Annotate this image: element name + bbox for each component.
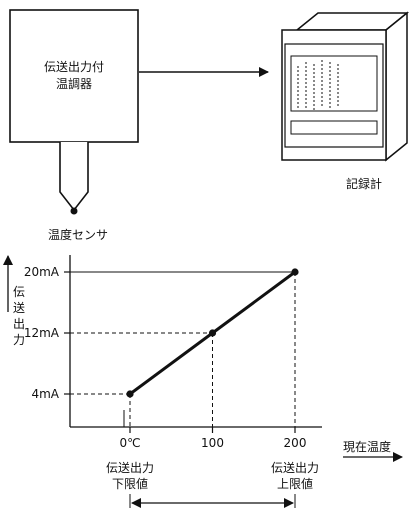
sensor-tip <box>70 207 78 215</box>
x-axis-label: 現在温度 <box>343 439 391 454</box>
y-tick-label: 4mA <box>31 387 59 401</box>
y-tick-label: 12mA <box>24 326 60 340</box>
controller-unit: 伝送出力付 温調器 <box>9 9 139 143</box>
upper-limit-label-line1: 伝送出力 <box>271 460 319 475</box>
lower-limit-label-line2: 下限値 <box>112 476 148 491</box>
recorder-icon: 記録計 <box>281 11 410 191</box>
transmission-chart: 伝 送 出 力 現在温度 4mA 12mA 20mA 0℃ 100 200 伝送出力 下限… <box>2 255 403 508</box>
upper-limit-label-line2: 上限値 <box>277 476 313 491</box>
x-tick-label: 200 <box>284 436 307 450</box>
data-point <box>208 329 217 337</box>
y-axis-label-char-1: 伝 <box>13 285 25 299</box>
data-point <box>291 268 299 276</box>
data-point <box>126 390 134 398</box>
y-tick-label: 20mA <box>24 265 60 279</box>
controller-label-line2: 温調器 <box>56 77 92 91</box>
controller-box <box>9 9 139 143</box>
x-tick-label: 100 <box>201 436 224 450</box>
x-tick-label: 0℃ <box>119 436 140 450</box>
sensor-probe-icon <box>59 142 89 212</box>
y-axis-label-char-4: 力 <box>13 333 25 347</box>
y-axis-label-char-3: 出 <box>13 317 25 331</box>
temperature-sensor: 温度センサ <box>48 142 108 242</box>
recorder-label: 記録計 <box>346 176 382 191</box>
y-axis-label-char-2: 送 <box>13 300 25 315</box>
sensor-label: 温度センサ <box>48 227 108 242</box>
controller-label-line1: 伝送出力付 <box>44 59 104 74</box>
lower-limit-label-line1: 伝送出力 <box>106 460 154 475</box>
